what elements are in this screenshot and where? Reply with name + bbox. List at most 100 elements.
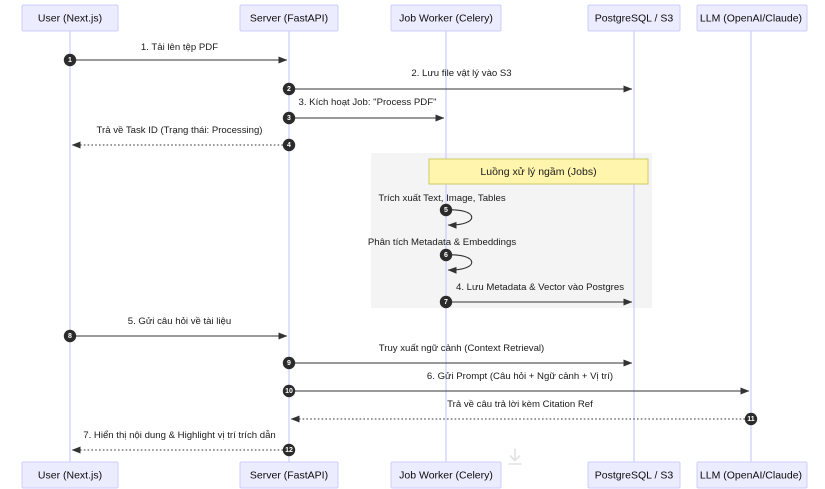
- actor-user-top[interactable]: User (Next.js): [21, 4, 119, 32]
- seq-number-circle-3: [282, 111, 296, 125]
- actor-user-bottom[interactable]: User (Next.js): [21, 461, 119, 489]
- seq-number-label-7: 7: [444, 299, 448, 306]
- seq-number-label-9: 9: [287, 360, 291, 367]
- actor-server-bottom[interactable]: Server (FastAPI): [239, 461, 339, 489]
- message-10[interactable]: 6. Gửi Prompt (Câu hỏi + Ngữ cảnh + Vị t…: [295, 371, 750, 395]
- message-12[interactable]: 7. Hiển thị nội dung & Highlight vị trí …: [71, 430, 283, 454]
- actor-server-top[interactable]: Server (FastAPI): [239, 4, 339, 32]
- seq-number-circle-4: [282, 138, 296, 152]
- message-label-7: 4. Lưu Metadata & Vector vào Postgres: [456, 282, 624, 293]
- actor-label-user-bottom: User (Next.js): [38, 469, 102, 481]
- actor-bottom-layer: User (Next.js) Server (FastAPI) Job Worker…: [21, 461, 808, 489]
- actor-box-db-bottom[interactable]: [587, 461, 681, 489]
- seq-number-label-5: 5: [444, 207, 448, 214]
- seq-number-4: 4: [282, 138, 296, 152]
- message-label-12: 7. Hiển thị nội dung & Highlight vị trí …: [83, 430, 276, 441]
- actor-box-server-bottom[interactable]: [239, 461, 339, 489]
- message-label-6: Phân tích Metadata & Embeddings: [368, 237, 516, 248]
- actor-worker-top[interactable]: Job Worker (Celery): [390, 4, 502, 32]
- actor-label-server-bottom: Server (FastAPI): [250, 469, 328, 481]
- seq-number-circle-9: [282, 356, 296, 370]
- message-label-8: 5. Gửi câu hỏi về tài liệu: [128, 316, 231, 327]
- message-7[interactable]: 4. Lưu Metadata & Vector vào Postgres: [452, 282, 633, 306]
- seq-number-8: 8: [63, 329, 77, 343]
- actor-llm-bottom[interactable]: LLM (OpenAI/Claude): [696, 461, 808, 489]
- seq-number-6: 6: [439, 248, 453, 262]
- seq-number-7: 7: [439, 295, 453, 309]
- seq-number-circle-12: [282, 443, 296, 457]
- actor-box-db-top[interactable]: [587, 4, 681, 32]
- message-5[interactable]: Trích xuất Text, Image, Tables: [378, 193, 506, 229]
- seq-number-circle-10: [282, 384, 296, 398]
- message-2[interactable]: 2. Lưu file vật lý vào S3: [295, 68, 633, 93]
- actor-box-server-top[interactable]: [239, 4, 339, 32]
- actor-label-worker-bottom: Job Worker (Celery): [399, 469, 493, 481]
- seq-number-circle-11: [744, 412, 758, 426]
- seq-number-label-1: 1: [68, 57, 72, 64]
- seq-number-label-10: 10: [285, 388, 293, 395]
- seq-number-label-4: 4: [287, 142, 291, 149]
- message-11[interactable]: Trả về câu trả lời kèm Citation Ref: [290, 399, 745, 423]
- actor-box-worker-bottom[interactable]: [390, 461, 502, 489]
- message-3[interactable]: 3. Kích hoạt Job: "Process PDF": [295, 97, 445, 122]
- message-label-11: Trả về câu trả lời kèm Citation Ref: [447, 399, 593, 410]
- actor-label-db-top: PostgreSQL / S3: [595, 12, 674, 24]
- message-label-3: 3. Kích hoạt Job: "Process PDF": [299, 97, 437, 108]
- message-label-5: Trích xuất Text, Image, Tables: [378, 193, 505, 204]
- jobs-note-label: Luồng xử lý ngầm (Jobs): [480, 166, 596, 178]
- seq-number-1: 1: [63, 53, 77, 67]
- message-4[interactable]: Trả về Task ID (Trạng thái: Processing): [71, 125, 283, 149]
- seq-number-circle-1: [63, 53, 77, 67]
- actor-box-llm-bottom[interactable]: [696, 461, 808, 489]
- jobs-note-box: [428, 158, 649, 185]
- seq-number-label-12: 12: [285, 447, 293, 454]
- seq-number-9: 9: [282, 356, 296, 370]
- message-8[interactable]: 5. Gửi câu hỏi về tài liệu: [76, 316, 288, 340]
- actor-worker-bottom[interactable]: Job Worker (Celery): [390, 461, 502, 489]
- seq-number-circle-6: [439, 248, 453, 262]
- message-label-9: Truy xuất ngữ cảnh (Context Retrieval): [379, 343, 545, 354]
- actor-top-layer: User (Next.js) Server (FastAPI) Job Worker…: [21, 4, 808, 32]
- message-9[interactable]: Truy xuất ngữ cảnh (Context Retrieval): [295, 343, 633, 367]
- actor-label-user-top: User (Next.js): [38, 12, 102, 24]
- actor-box-user-bottom[interactable]: [21, 461, 119, 489]
- lifeline-layer: [69, 31, 752, 462]
- actor-llm-top[interactable]: LLM (OpenAI/Claude): [696, 4, 808, 32]
- seq-number-10: 10: [282, 384, 296, 398]
- note-layer: Luồng xử lý ngầm (Jobs): [428, 158, 649, 185]
- message-label-10: 6. Gửi Prompt (Câu hỏi + Ngữ cảnh + Vị t…: [427, 371, 613, 382]
- seq-number-circle-7: [439, 295, 453, 309]
- message-1[interactable]: 1. Tải lên tệp PDF: [76, 42, 288, 64]
- seq-number-label-3: 3: [287, 115, 291, 122]
- actor-label-llm-bottom: LLM (OpenAI/Claude): [700, 469, 802, 481]
- message-line-6: [445, 254, 473, 274]
- message-label-2: 2. Lưu file vật lý vào S3: [411, 68, 511, 79]
- actor-box-user-top[interactable]: [21, 4, 119, 32]
- actor-db-top[interactable]: PostgreSQL / S3: [587, 4, 681, 32]
- download-icon[interactable]: [508, 448, 522, 465]
- seq-number-label-2: 2: [287, 86, 291, 93]
- seq-number-circle-8: [63, 329, 77, 343]
- message-6[interactable]: Phân tích Metadata & Embeddings: [368, 237, 516, 274]
- actor-label-server-top: Server (FastAPI): [250, 12, 328, 24]
- seq-number-2: 2: [282, 82, 296, 96]
- message-label-1: 1. Tải lên tệp PDF: [141, 42, 218, 53]
- seq-number-3: 3: [282, 111, 296, 125]
- seq-number-12: 12: [282, 443, 296, 457]
- seq-number-5: 5: [439, 203, 453, 217]
- seq-number-label-8: 8: [68, 333, 72, 340]
- actor-db-bottom[interactable]: PostgreSQL / S3: [587, 461, 681, 489]
- message-line-5: [445, 209, 473, 229]
- actor-box-worker-top[interactable]: [390, 4, 502, 32]
- actor-label-llm-top: LLM (OpenAI/Claude): [700, 12, 802, 24]
- seq-number-label-6: 6: [444, 252, 448, 259]
- seq-number-circle-2: [282, 82, 296, 96]
- actor-box-llm-top[interactable]: [696, 4, 808, 32]
- seq-number-circle-5: [439, 203, 453, 217]
- actor-label-worker-top: Job Worker (Celery): [399, 12, 493, 24]
- seq-number-11: 11: [744, 412, 758, 426]
- actor-label-db-bottom: PostgreSQL / S3: [595, 469, 674, 481]
- message-label-4: Trả về Task ID (Trạng thái: Processing): [97, 125, 263, 136]
